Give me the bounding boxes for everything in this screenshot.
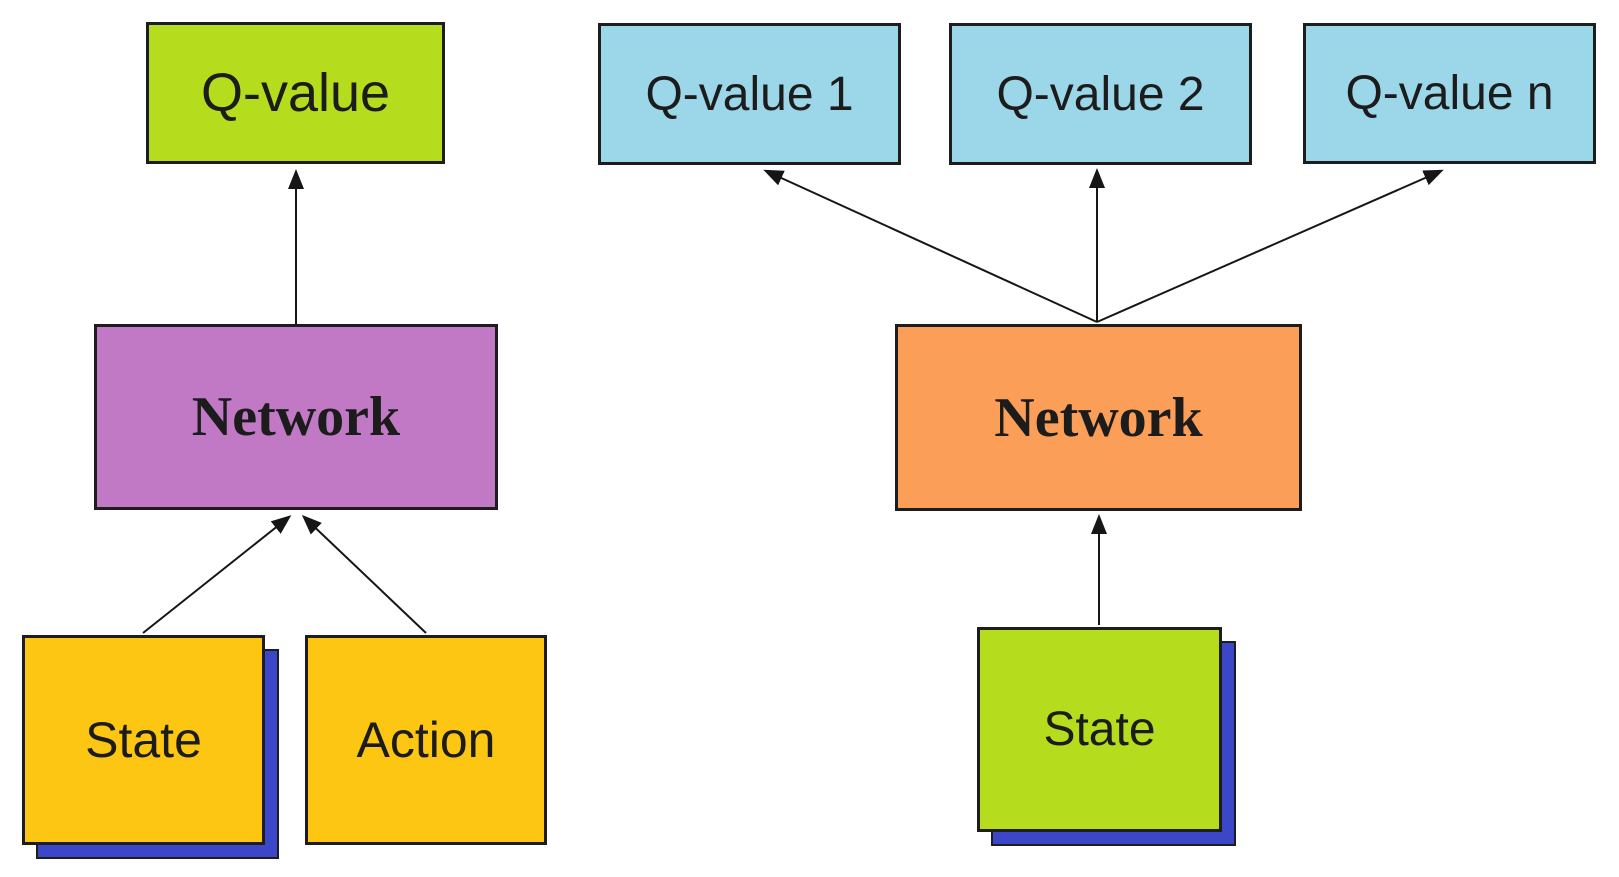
left-state-label: State	[85, 712, 202, 768]
left-network-label: Network	[191, 386, 401, 448]
left-state-box: State	[22, 635, 265, 845]
left-action-label: Action	[356, 712, 496, 768]
arrow-left-state-to-network	[142, 515, 292, 634]
right-q-value-1-label: Q-value 1	[645, 67, 854, 121]
arrow-right-network-to-qvalue1	[763, 169, 1098, 323]
left-q-value-label: Q-value	[200, 63, 391, 123]
right-state-box: State	[977, 627, 1222, 832]
right-q-value-2-label: Q-value 2	[996, 67, 1205, 121]
arrow-left-action-to-network	[301, 514, 427, 634]
left-action-box: Action	[305, 635, 547, 845]
right-q-value-2-box: Q-value 2	[949, 23, 1252, 165]
right-q-value-n-label: Q-value n	[1345, 67, 1554, 120]
right-network-box: Network	[895, 324, 1302, 511]
right-q-value-n-box: Q-value n	[1303, 23, 1596, 164]
left-q-value-box: Q-value	[146, 22, 445, 164]
right-q-value-1-box: Q-value 1	[598, 23, 901, 165]
right-state-label: State	[1043, 703, 1156, 756]
left-network-box: Network	[94, 324, 498, 510]
right-network-label: Network	[994, 386, 1203, 449]
arrow-right-network-to-qvaluen	[1096, 169, 1444, 323]
